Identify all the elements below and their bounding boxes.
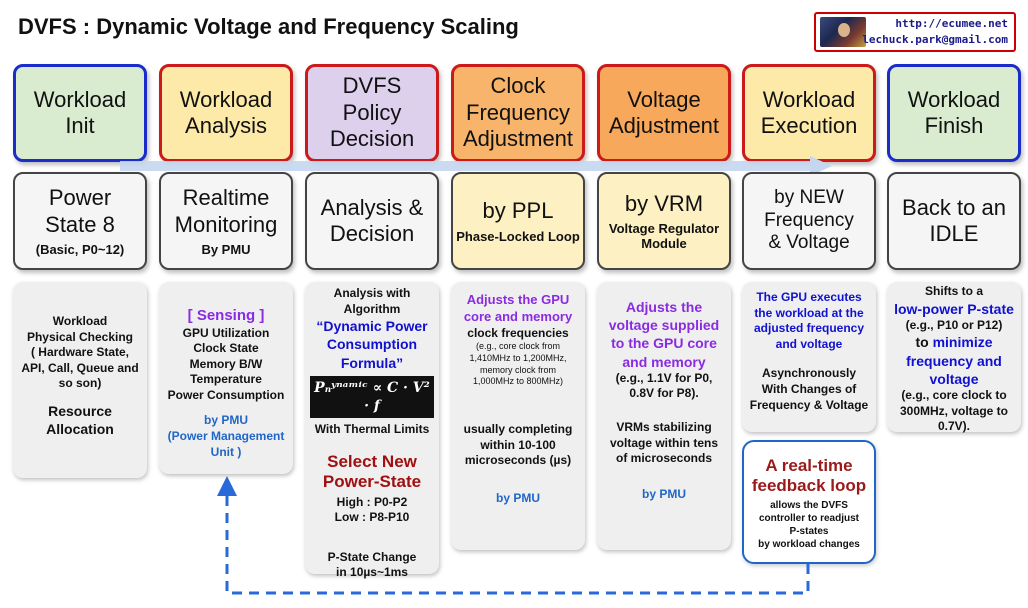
detail-text: Low : P8-P10 (334, 510, 410, 525)
detail-execution: The GPU executes the workload at the adj… (742, 282, 876, 432)
detail-policy: Analysis with Algorithm “Dynamic Power C… (305, 282, 439, 579)
detail-example: (e.g., core clock from 1,410MHz to 1,200… (469, 341, 567, 387)
stage-clock-adjust: Clock Frequency Adjustment (451, 64, 585, 162)
stage-title: Workload Analysis (179, 86, 273, 138)
author-email[interactable]: lechuck.park@gmail.com (862, 33, 1008, 46)
detail-text: (e.g., core clock to 300MHz, voltage to … (899, 387, 1009, 434)
detail-text: P-State Change in 10µs~1ms (327, 549, 417, 580)
feedback-loop-box: A real-time feedback loop allows the DVF… (742, 440, 876, 564)
sub-back-idle: Back to an IDLE (887, 172, 1021, 270)
pmu-label: by PMU (Power Management Unit ) (167, 413, 285, 459)
detail-init: Workload Physical Checking ( Hardware St… (13, 282, 147, 478)
stage-workload-finish: Workload Finish (887, 64, 1021, 162)
stage-title: DVFS Policy Decision (329, 73, 415, 152)
sub-note: (Basic, P0~12) (35, 241, 125, 257)
sub-title: Back to an IDLE (902, 194, 1006, 246)
flow-arrow (120, 156, 832, 176)
detail-text: usually completing within 10-100 microse… (463, 422, 573, 468)
stage-dvfs-policy: DVFS Policy Decision (305, 64, 439, 162)
sub-note: Voltage Regulator Module (608, 221, 720, 252)
detail-text: GPU Utilization Clock State Memory B/W T… (167, 325, 285, 402)
detail-analysis: [ Sensing ] GPU Utilization Clock State … (159, 282, 293, 474)
sub-title: by VRM (624, 190, 704, 216)
detail-head: The GPU executes the workload at the adj… (753, 290, 865, 351)
stage-title: Workload Finish (907, 86, 1001, 138)
sub-note: By PMU (201, 241, 251, 257)
sub-new-freq-voltage: by NEW Frequency & Voltage (742, 172, 876, 270)
stage-workload-init: Workload Init (13, 64, 147, 162)
sub-by-ppl: by PPL Phase-Locked Loop (451, 172, 585, 270)
detail-text: Shifts to a (924, 284, 983, 298)
sub-note: Phase-Locked Loop (456, 228, 580, 244)
detail-text: Analysis with Algorithm (333, 286, 411, 316)
detail-head: Adjusts the voltage supplied to the GPU … (608, 299, 720, 370)
detail-text: clock frequencies (467, 325, 569, 340)
pmu-label: by PMU (641, 486, 686, 501)
sensing-label: [ Sensing ] (187, 307, 265, 324)
author-url[interactable]: http://ecumee.net (895, 17, 1008, 30)
sub-title: Power State 8 (45, 185, 115, 237)
sub-title: Realtime Monitoring (174, 185, 278, 237)
author-avatar (820, 17, 866, 47)
detail-text: Workload Physical Checking ( Hardware St… (21, 314, 139, 391)
pmu-label: by PMU (495, 490, 540, 505)
sub-power-state: Power State 8 (Basic, P0~12) (13, 172, 147, 270)
sub-title: by NEW Frequency & Voltage (764, 186, 854, 254)
stage-workload-execution: Workload Execution (742, 64, 876, 162)
page-title: DVFS : Dynamic Voltage and Frequency Sca… (18, 14, 519, 39)
detail-text: to (915, 334, 929, 351)
stage-workload-analysis: Workload Analysis (159, 64, 293, 162)
sub-title: Analysis & Decision (320, 194, 424, 246)
detail-text: Asynchronously With Changes of Frequency… (749, 366, 869, 412)
formula-box: Pₙʸⁿᵃᵐⁱᶜ ∝ C · V² · f (310, 375, 434, 419)
feedback-title: A real-time feedback loop (751, 456, 867, 496)
detail-text: (e.g., 1.1V for P0, 0.8V for P8). (615, 370, 713, 401)
detail-text: VRMs stabilizing voltage within tens of … (609, 419, 718, 466)
detail-text: High : P0-P2 (336, 494, 408, 509)
detail-clock: Adjusts the GPU core and memory clock fr… (451, 282, 585, 550)
author-badge: http://ecumee.net lechuck.park@gmail.com (814, 12, 1016, 52)
detail-head: Adjusts the GPU core and memory (463, 292, 573, 324)
detail-text: With Thermal Limits (314, 422, 430, 437)
detail-voltage: Adjusts the voltage supplied to the GPU … (597, 282, 731, 550)
stage-title: Voltage Adjustment (608, 86, 720, 138)
detail-head: low-power P-state (894, 300, 1014, 317)
sub-by-vrm: by VRM Voltage Regulator Module (597, 172, 731, 270)
detail-head: minimize (932, 334, 993, 351)
feedback-arrow (217, 476, 810, 595)
stage-title: Workload Execution (760, 86, 858, 138)
detail-text: Resource Allocation (46, 402, 114, 438)
sub-title: by PPL (482, 198, 554, 224)
detail-finish: Shifts to a low-power P-state (e.g., P10… (887, 282, 1021, 434)
stage-title: Clock Frequency Adjustment (462, 73, 574, 152)
detail-text: (e.g., P10 or P12) (905, 317, 1003, 332)
stage-voltage-adjust: Voltage Adjustment (597, 64, 731, 162)
detail-head: frequency and voltage (906, 352, 1002, 387)
select-state: Select New Power-State (322, 451, 422, 492)
formula-name: “Dynamic Power Consumption Formula” (316, 318, 428, 371)
sub-analysis-decision: Analysis & Decision (305, 172, 439, 270)
sub-realtime-monitoring: Realtime Monitoring By PMU (159, 172, 293, 270)
stage-title: Workload Init (33, 86, 127, 138)
feedback-text: allows the DVFS controller to readjust P… (758, 499, 860, 550)
